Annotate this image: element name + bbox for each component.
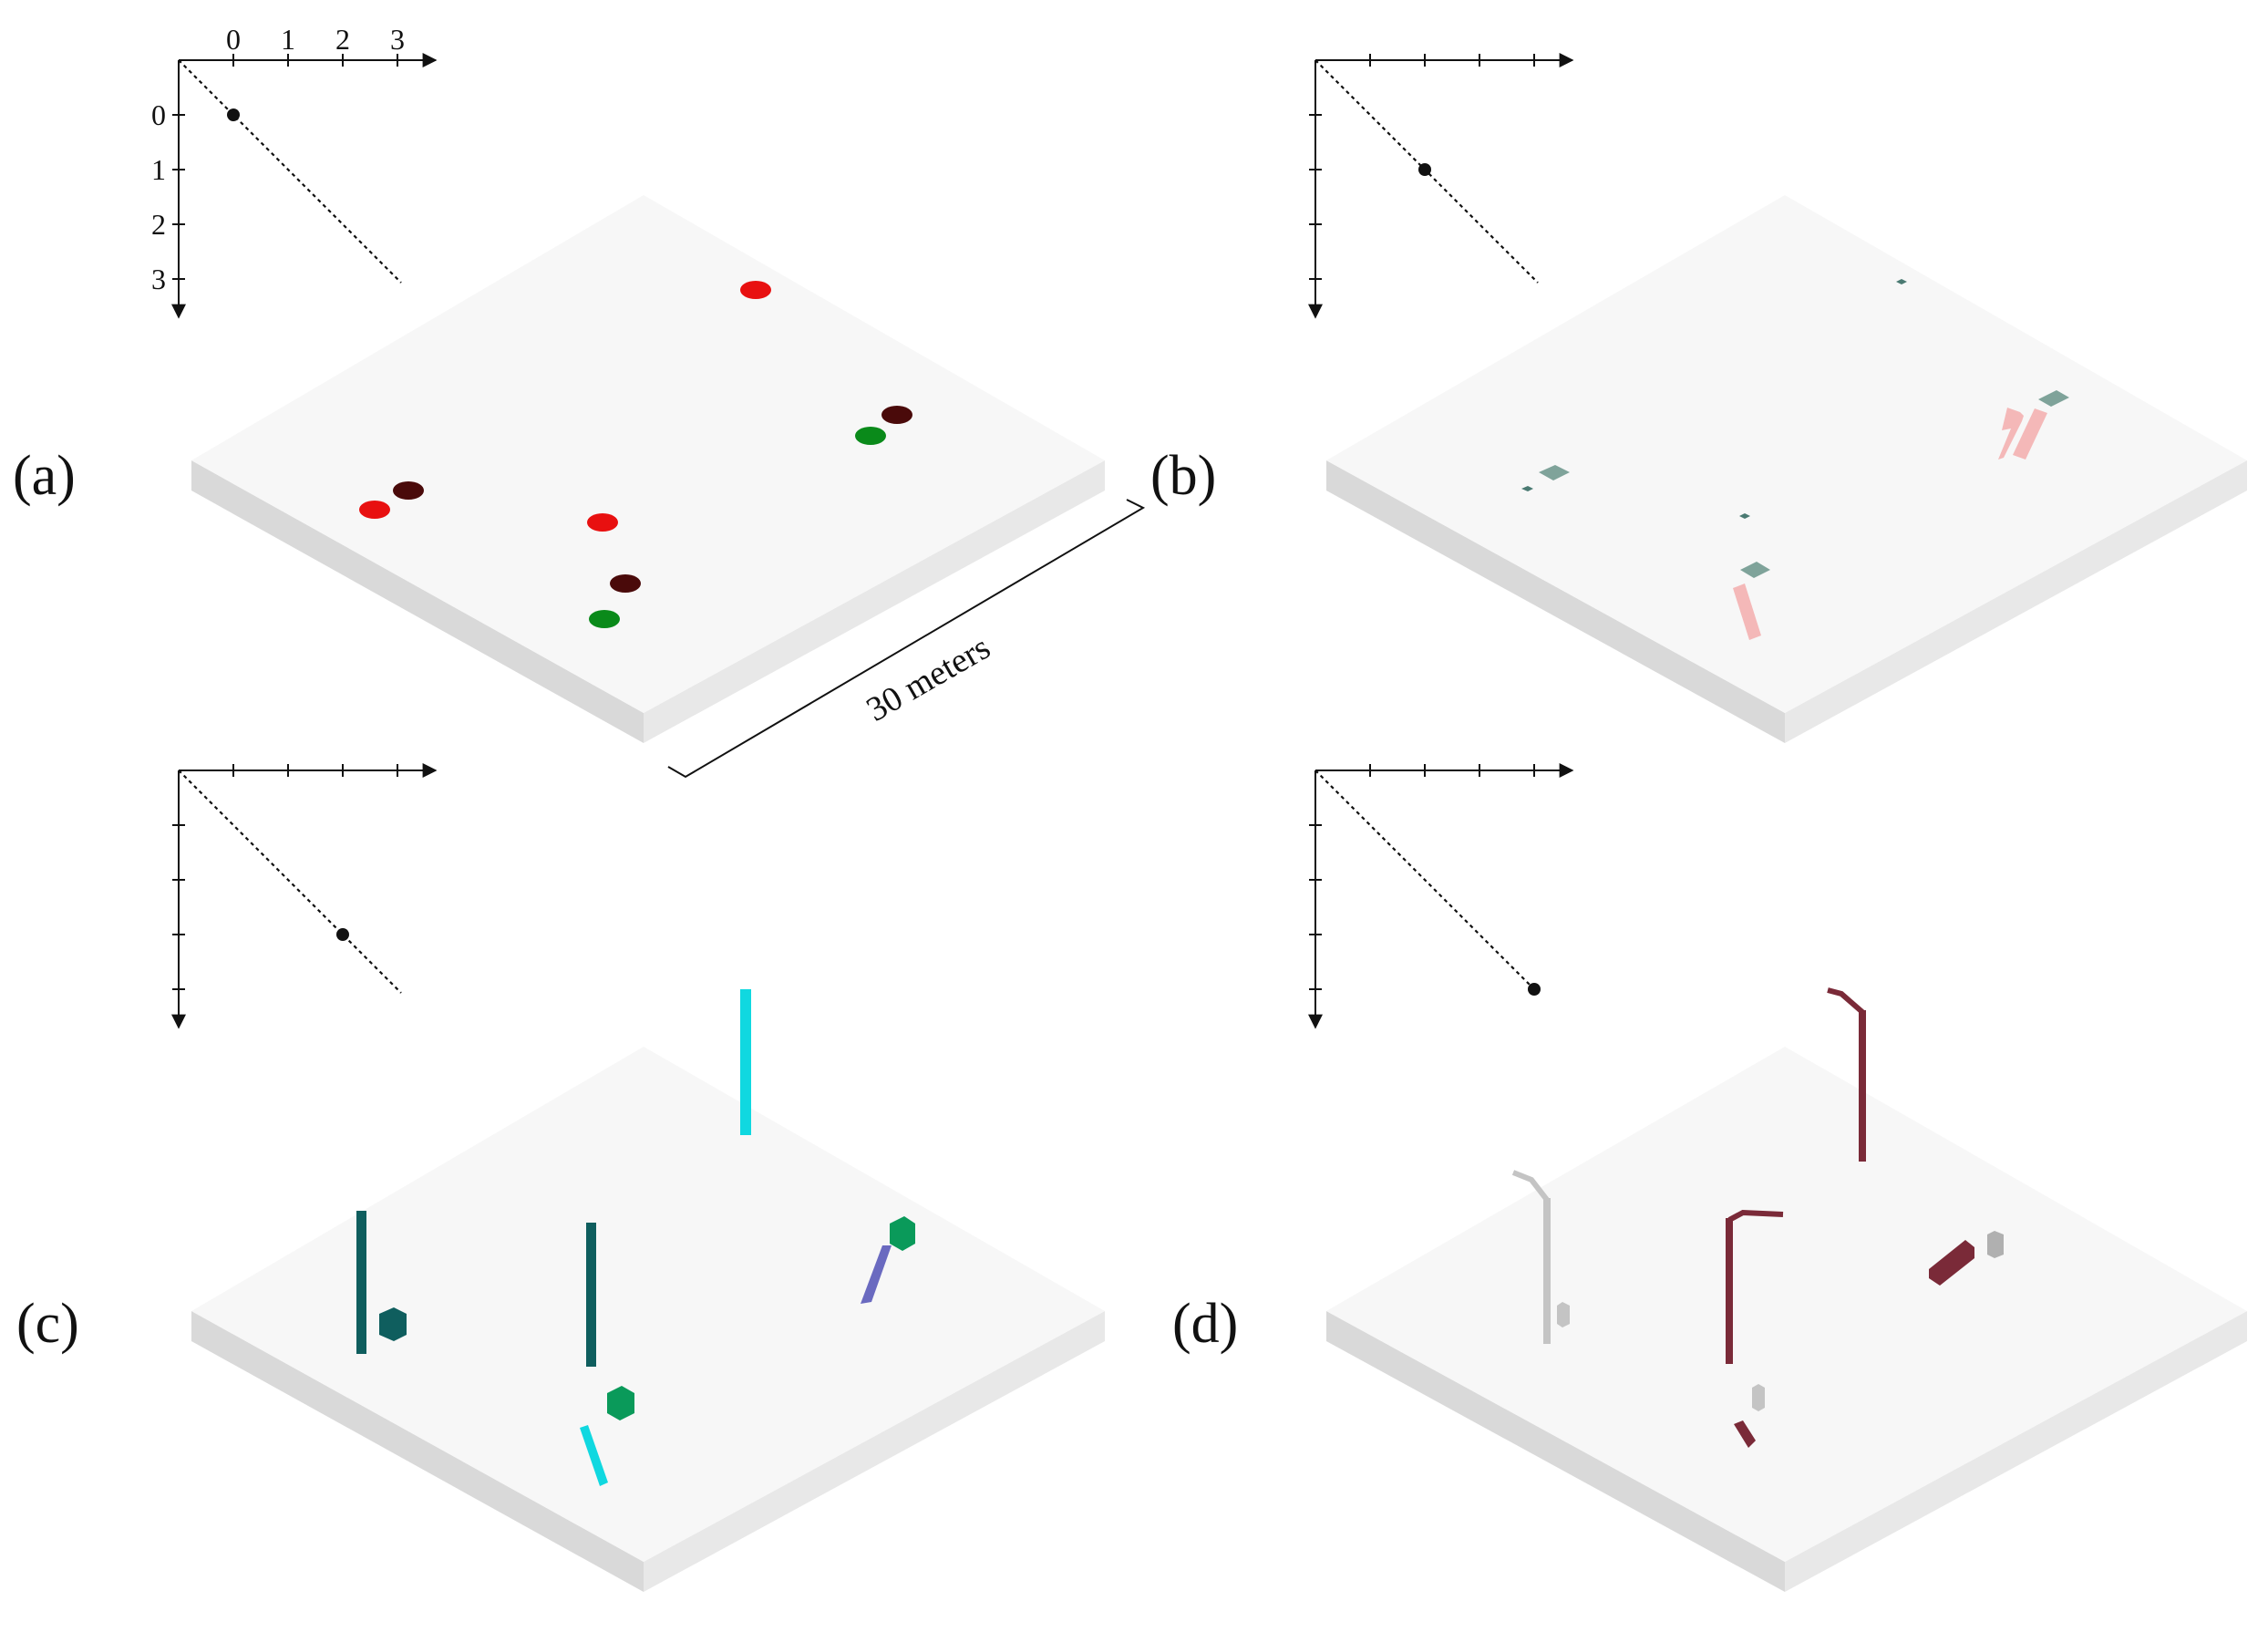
diagonal-path: [1314, 770, 1539, 994]
platform-b: [1326, 195, 2247, 743]
axis-diagram-a: 0 0 1 1 2 2 3 3: [151, 23, 438, 319]
panel-c: (c): [16, 989, 1105, 1592]
slate-square: [1521, 486, 1533, 491]
lamp-arm: [1727, 1209, 1784, 1223]
teal-pole: [356, 1211, 366, 1354]
slate-patch: [1539, 465, 1570, 480]
maroon-bench: [1734, 1420, 1756, 1448]
platform-top: [191, 1047, 1105, 1562]
position-marker: [1528, 983, 1541, 996]
platform-top: [1326, 1047, 2247, 1562]
red-disc: [740, 281, 771, 299]
red-disc: [587, 513, 618, 532]
street-lamp: [1726, 1209, 1784, 1364]
red-disc: [359, 501, 390, 519]
position-marker: [1418, 163, 1431, 176]
emerald-box: [607, 1386, 634, 1420]
y-tick-label: 0: [151, 98, 166, 131]
y-tick-label: 3: [151, 263, 166, 295]
platform-right-side: [1785, 1311, 2247, 1592]
dark-red-disc: [610, 574, 641, 593]
x-tick-label: 3: [390, 23, 405, 56]
y-tick-label: 1: [151, 153, 166, 186]
axis-diagram-c: [171, 763, 438, 1029]
platform-a: [191, 195, 1105, 743]
emerald-box: [890, 1216, 915, 1251]
scale-bar-line: [667, 499, 1146, 779]
lavender-beam: [861, 1245, 892, 1304]
panel-label-a: (a): [13, 445, 76, 507]
lamp-post: [1543, 1198, 1551, 1344]
slate-patch: [2038, 390, 2069, 407]
lamp-arm: [1827, 987, 1864, 1015]
x-tick-label: 0: [226, 23, 241, 56]
platform-d: [1326, 1047, 2247, 1592]
panel-label-b: (b): [1150, 445, 1216, 507]
street-lamp: [1511, 1170, 1551, 1344]
platform-right-side: [644, 1311, 1105, 1592]
panel-b: (b): [1150, 195, 2247, 743]
cyan-beam: [580, 1425, 608, 1486]
lamp-post: [1726, 1218, 1733, 1364]
platform-left-side: [1326, 1311, 1785, 1592]
cyan-pole: [740, 989, 751, 1135]
panel-a: 30 meters (a): [13, 195, 1146, 779]
dark-red-disc: [393, 481, 424, 500]
x-tick-label: 2: [335, 23, 350, 56]
scale-bar-label: 30 meters: [861, 628, 997, 729]
gray-bin: [1752, 1384, 1765, 1411]
platform-top: [1326, 195, 2247, 713]
axis-diagram-b: [1308, 53, 1574, 319]
teal-box: [379, 1307, 407, 1341]
diagonal-path: [1314, 59, 1539, 284]
panel-label-d: (d): [1172, 1293, 1238, 1355]
gray-bin: [1557, 1302, 1570, 1327]
gray-bin: [1987, 1231, 2004, 1258]
objects-c: [356, 989, 915, 1486]
dark-red-disc: [881, 406, 912, 424]
green-disc: [855, 427, 886, 445]
green-disc: [589, 610, 620, 628]
objects-d: [1511, 987, 2004, 1448]
lamp-post: [1859, 1010, 1866, 1162]
maroon-bench: [1929, 1240, 1974, 1286]
platform-left-side: [191, 460, 644, 743]
platform-top: [191, 195, 1105, 713]
panel-label-c: (c): [16, 1293, 79, 1355]
axis-diagram-d: [1308, 763, 1574, 1029]
pink-strip: [1998, 408, 2024, 460]
diagonal-path: [178, 770, 402, 994]
teal-pole: [586, 1223, 596, 1367]
lamp-arm: [1511, 1170, 1550, 1202]
platform-left-side: [191, 1311, 644, 1592]
position-marker: [336, 928, 349, 941]
street-lamp: [1827, 987, 1866, 1162]
platform-left-side: [1326, 460, 1785, 743]
slate-square: [1739, 513, 1750, 519]
x-tick-label: 1: [281, 23, 295, 56]
y-tick-label: 2: [151, 208, 166, 241]
platform-right-side: [644, 460, 1105, 743]
objects-b: [1521, 279, 2069, 640]
slate-square: [1896, 279, 1907, 284]
slate-patch: [1740, 562, 1770, 578]
diagonal-path: [178, 59, 402, 284]
position-marker: [227, 108, 240, 121]
platform-right-side: [1785, 460, 2247, 743]
pink-strip: [2013, 408, 2047, 460]
platform-c: [191, 1047, 1105, 1592]
objects-a: [359, 281, 912, 628]
panel-d: (d): [1172, 987, 2247, 1592]
pink-strip: [1733, 584, 1761, 640]
